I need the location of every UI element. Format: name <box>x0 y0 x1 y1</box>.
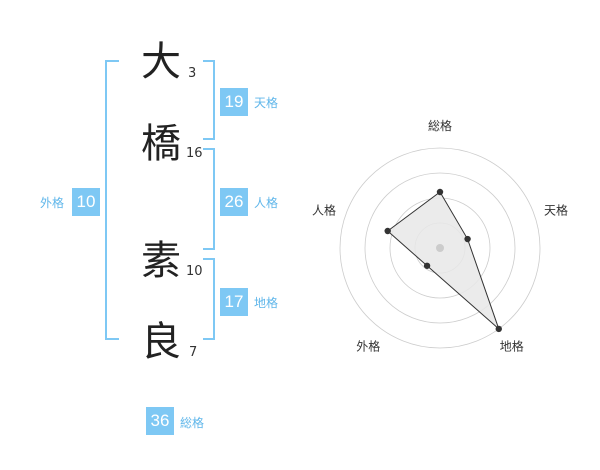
tenkaku-bracket-vertical <box>213 60 215 140</box>
chikaku-value: 17 <box>220 288 248 316</box>
soukaku-label: 総格 <box>180 416 205 430</box>
stroke-count-4: 7 <box>189 345 198 360</box>
jinkaku-bracket-vertical <box>213 148 215 250</box>
radar-center-dot <box>436 244 444 252</box>
radar-axis-label-0: 総格 <box>428 118 452 133</box>
jinkaku-bracket-top <box>203 148 215 150</box>
radar-point-1 <box>464 235 471 243</box>
radar-polygon <box>386 191 500 331</box>
chikaku-bracket-bottom <box>203 338 215 340</box>
name-char-1: 大 <box>141 39 181 85</box>
tenkaku-value: 19 <box>220 88 248 116</box>
radar-axis-label-1: 天格 <box>544 202 568 217</box>
radar-points <box>384 188 502 333</box>
jinkaku-bracket-bottom <box>203 248 215 250</box>
gaikaku-bracket-top <box>105 60 119 62</box>
jinkaku-label: 人格 <box>254 196 279 210</box>
gaikaku-value: 10 <box>72 188 100 216</box>
radar-axis-label-4: 人格 <box>312 202 336 217</box>
radar-point-0 <box>436 188 444 196</box>
stroke-count-2: 16 <box>186 146 203 161</box>
name-char-4: 良 <box>141 319 181 365</box>
tenkaku-bracket-bottom <box>203 138 215 140</box>
radar-axis-label-3: 外格 <box>356 339 380 354</box>
radar-point-2 <box>495 325 502 333</box>
stroke-count-1: 3 <box>188 66 197 81</box>
radar-point-4 <box>384 227 391 235</box>
name-char-2: 橋 <box>141 121 181 167</box>
chikaku-bracket-vertical <box>213 258 215 340</box>
soukaku-value: 36 <box>146 407 174 435</box>
tenkaku-bracket-top <box>203 60 215 62</box>
name-char-3: 素 <box>141 238 181 284</box>
radar-axis-label-2: 地格 <box>500 339 524 354</box>
radar-point-3 <box>423 262 431 269</box>
tenkaku-label: 天格 <box>254 96 279 110</box>
chikaku-label: 地格 <box>254 296 279 310</box>
radar-ring-4 <box>339 147 541 349</box>
gaikaku-bracket-vertical <box>105 60 107 340</box>
gaikaku-bracket-bottom <box>105 338 119 340</box>
gaikaku-label: 外格 <box>40 196 65 210</box>
radar-ring-3 <box>364 172 516 324</box>
chikaku-bracket-top <box>203 258 215 260</box>
stroke-count-3: 10 <box>186 264 203 279</box>
jinkaku-value: 26 <box>220 188 248 216</box>
